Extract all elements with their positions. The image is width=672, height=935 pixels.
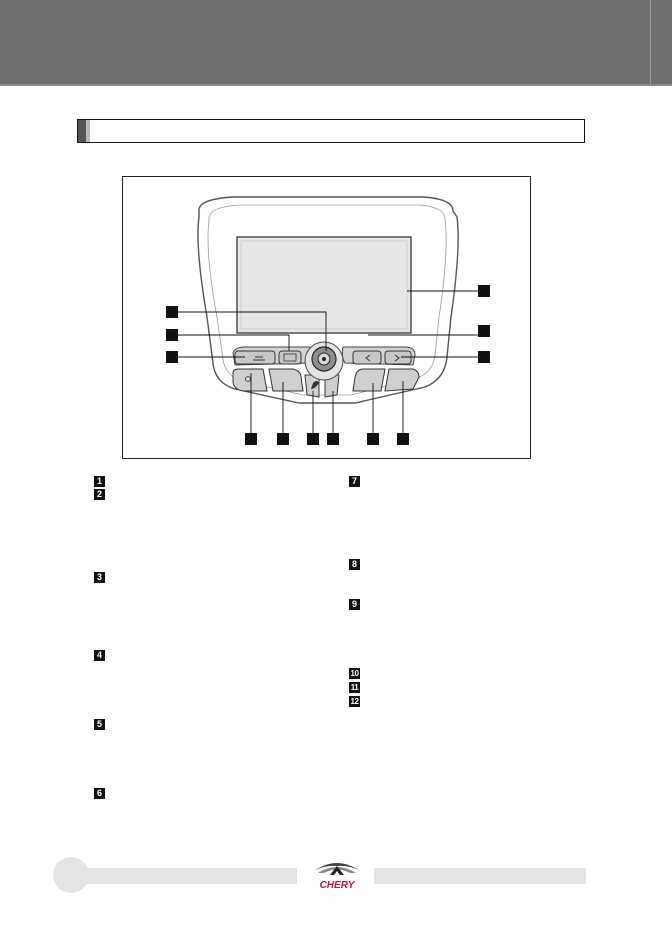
display-screen-inner [240,240,408,330]
mode-button[interactable] [268,368,304,392]
legend-marker-5: 5 [94,719,105,730]
callout-label-10: 10 [329,437,337,444]
chevron-right-icon [394,354,400,362]
callout-label-7: 7 [248,434,253,444]
header-tab-divider [650,0,651,84]
phone-icon [311,381,319,389]
legend-marker-11: 11 [349,682,360,693]
callout-6 [478,351,490,363]
home-button[interactable] [384,368,420,392]
callout-label-9: 9 [310,434,315,444]
callout-4 [478,285,490,297]
callout-1 [166,306,178,318]
callout-label-11: 11 [369,437,377,444]
legend-marker-10: 10 [349,668,360,679]
callout-label-2: 2 [169,330,174,340]
callout-3 [166,351,178,363]
footer-bar-right [374,868,586,884]
callout-label-3: 3 [169,352,174,362]
callout-group [166,285,490,445]
display-screen [236,236,412,334]
callout-label-4: 4 [481,286,486,296]
legend-marker-2: 2 [94,489,105,500]
callout-label-8: 8 [280,434,285,444]
callout-label-5: 5 [481,326,486,336]
callout-label-12: 12 [399,437,407,444]
section-title-marker-light [86,120,90,142]
page-number-badge [53,857,89,893]
legend-marker-1: 1 [94,476,105,487]
legend-marker-3: 3 [94,572,105,583]
back-button[interactable] [352,368,386,392]
callout-9 [307,433,319,445]
legend-marker-7: 7 [349,476,360,487]
callout-10 [327,433,339,445]
callout-8 [277,433,289,445]
section-title-bar [77,119,585,143]
chery-logo-icon: CHERY [300,857,374,896]
section-title-marker [78,120,86,142]
legend-marker-6: 6 [94,788,105,799]
chevron-left-icon [365,354,371,362]
list-icon [283,353,297,362]
knob-center-dot [322,357,326,361]
legend-marker-4: 4 [94,650,105,661]
callout-label-6: 6 [481,352,486,362]
callout-5 [478,325,490,337]
menu-icon [253,356,265,361]
legend-marker-9: 9 [349,599,360,610]
callout-11 [367,433,379,445]
list-button[interactable] [278,350,302,365]
footer-bar-left [56,868,297,884]
callout-12 [397,433,409,445]
callout-label-1: 1 [169,307,174,317]
legend-marker-8: 8 [349,559,360,570]
power-icon [245,376,251,382]
callout-2 [166,329,178,341]
brand-name: CHERY [320,880,356,891]
header-band [0,0,672,86]
legend-marker-12: 12 [349,696,360,707]
callout-7 [245,433,257,445]
